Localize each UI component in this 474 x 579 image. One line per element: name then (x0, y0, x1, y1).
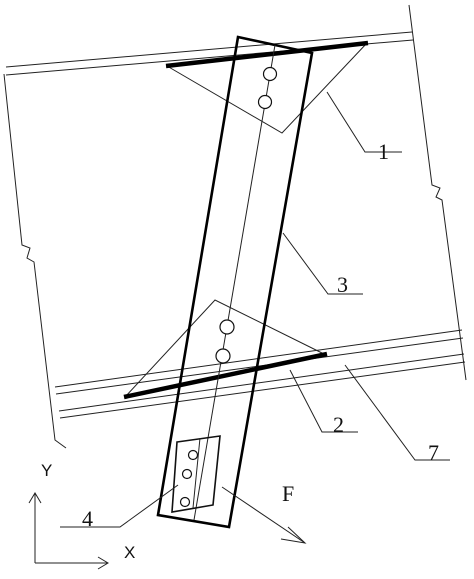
leader-line-3 (282, 232, 363, 295)
label-force: F (282, 481, 294, 506)
right-wall-edge (408, 4, 467, 381)
axis-label-y: Y (41, 461, 52, 480)
bolt-hole-upper-1 (262, 66, 278, 82)
gusset-plate-1 (166, 42, 368, 134)
brace-centerline (193, 44, 276, 521)
bolt-hole-lower-2 (215, 348, 231, 364)
end-plate-4 (171, 435, 221, 513)
gusset-plate-2 (124, 299, 327, 398)
label-part-1: 1 (378, 139, 389, 164)
connection-plate-lower (123, 351, 328, 400)
label-part-3: 3 (337, 272, 348, 297)
connection-plate-upper (165, 40, 369, 69)
bolt-hole-upper-2 (257, 94, 273, 110)
leader-line-2 (289, 369, 358, 433)
label-part-7: 7 (428, 440, 439, 465)
bolt-hole-lower-1 (219, 319, 235, 335)
left-wall-edge (3, 73, 67, 449)
label-part-2: 2 (333, 412, 344, 437)
force-arrow (221, 486, 307, 544)
leader-line-1 (326, 91, 402, 153)
axis-label-x: X (124, 543, 135, 562)
brace-member-3 (156, 35, 314, 529)
leader-line-7 (344, 364, 450, 461)
coordinate-axes (28, 492, 109, 570)
upper-beam-flange (5, 31, 414, 76)
leader-line-4 (60, 484, 179, 528)
label-part-4: 4 (82, 506, 93, 531)
